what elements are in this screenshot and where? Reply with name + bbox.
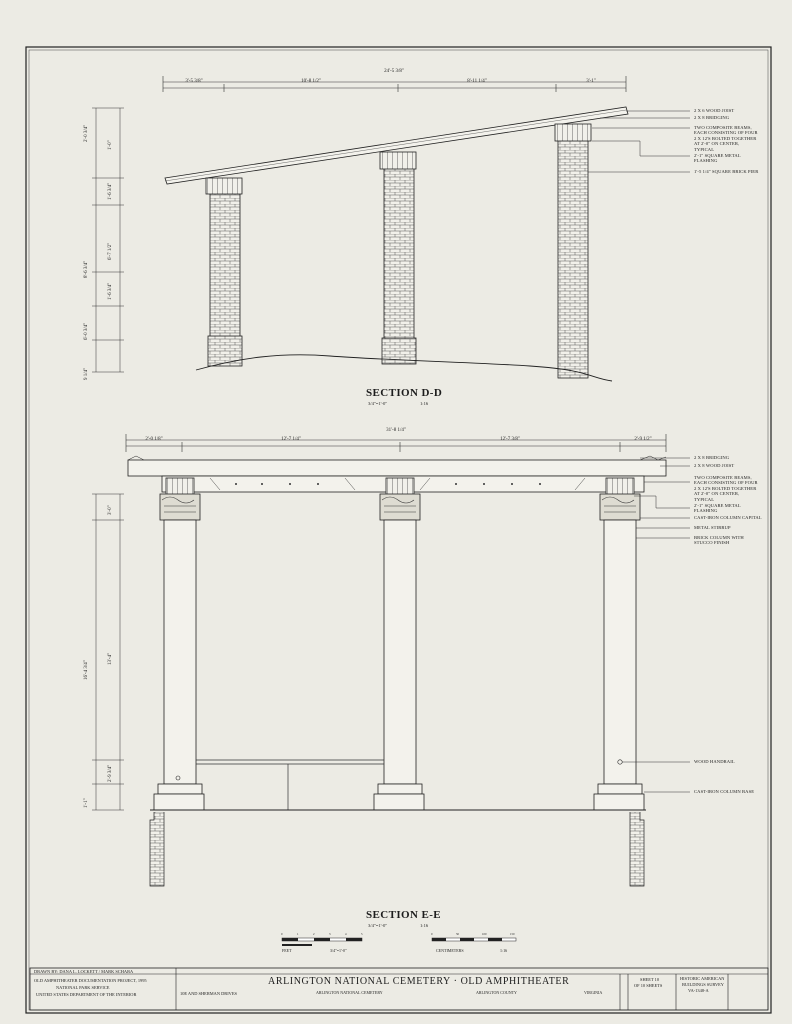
ee-callout-stirrup: METAL STIRRUP [694,525,731,530]
cm-tick-100: 100 [482,932,487,936]
location-line: 10E AND SHERMAN DRIVES [180,991,237,996]
dd-left-dim-2: 1'-0" [108,140,113,150]
dd-left-dim-4: 8'-6 3/4" [84,260,89,278]
title-block-frame [29,967,769,1011]
dd-dim-2: 10'-8 1/2" [301,79,321,84]
dd-dim-3: 8'-11 1/4" [467,79,487,84]
ee-dim-2: 12'-7 1/4" [281,437,301,442]
dd-callout-beams: TWO COMPOSITE BEAMS, EACH CONSISTING OF … [694,125,758,152]
agency-nps: NATIONAL PARK SERVICE [56,985,110,990]
section-dd-title: SECTION D-D [366,387,443,399]
main-title: ARLINGTON NATIONAL CEMETERY · OLD AMPHIT… [268,976,570,987]
dd-callout-bridging: 2 x 8 BRIDGING [694,115,730,120]
sub-county: ARLINGTON COUNTY [476,990,517,995]
cm-label: CENTIMETERS [436,948,464,953]
feet-label: FEET [282,948,292,953]
ee-overall-dim: 31'-8 1/4" [386,428,406,433]
dd-left-dim-8: 9 1/4" [84,367,89,380]
feet-tick-5: 5 [361,932,363,936]
ee-callout-bridging: 2 x 8 BRIDGING [694,455,730,460]
column-right [593,477,645,811]
sub-state: VIRGINIA [584,990,603,995]
column-center [373,477,425,811]
ee-dim-4: 2'-9 1/2" [634,437,652,442]
ee-callout-capital: CAST-IRON COLUMN CAPITAL [694,515,762,520]
section-dd-drawing [92,76,690,382]
section-ee-drawing [92,434,690,887]
ee-callout-flashing: 2'-1" SQUARE METAL FLASHING [694,503,741,514]
column-left [153,477,205,811]
dd-callout-flashing: 2'-1" SQUARE METAL FLASHING [694,153,741,164]
feet-tick-0: 0 [281,932,283,936]
dd-left-dim-7: 6'-0 3/4" [84,322,89,340]
cm-ratio: 1:16 [500,948,508,953]
sheet-number: SHEET 10 [640,977,660,982]
ee-left-dim-1: 3'-0" [108,505,113,515]
survey-line-2: BUILDINGS SURVEY [682,982,724,987]
dd-dim-4: 3'-1" [586,79,596,84]
section-dd-scale: 3/4"=1'-0" [368,401,388,406]
section-ee-scale: 3/4"=1'-0" [368,923,388,928]
project-name: OLD AMPHITHEATER DOCUMENTATION PROJECT, … [34,978,147,983]
drawn-by: DRAWN BY: DANA L. LOCKETT / MARK SCHARA [34,969,134,974]
ee-dim-3: 12'-7 3/8" [500,437,520,442]
cm-tick-0: 0 [431,932,433,936]
dd-left-dim-5: 6'-7 1/2" [108,242,113,260]
ee-left-dim-2: 16'-4 3/4" [84,660,89,680]
scale-bar-graphics [281,937,517,946]
outer-border [25,46,772,1014]
ee-callout-beams: TWO COMPOSITE BEAMS, EACH CONSISTING OF … [694,475,758,502]
dd-left-dim-3: 1'-6 3/4" [108,182,113,200]
feet-scale: 3/4"=1'-0" [330,948,347,953]
dd-callout-joist: 2 x 6 WOOD JOIST [694,108,735,113]
feet-tick-1: 1 [297,932,299,936]
ee-left-dim-4: 2'-9 3/4" [108,764,113,782]
ee-callout-joist: 2 x 8 WOOD JOIST [694,463,735,468]
dd-overall-dim: 24'-5 3/8" [384,69,404,74]
dd-callout-pier: 1'-5 1/4" SQUARE BRICK PIER [694,169,759,174]
dd-left-dim-6: 1'-6 3/4" [108,282,113,300]
feet-tick-2: 2 [313,932,315,936]
ee-left-dim-3: 13'-4" [108,652,113,665]
survey-number: VA-1348-A [688,988,709,993]
ee-dim-1: 2'-0 1/8" [145,437,163,442]
ee-callout-handrail: WOOD HANDRAIL [694,759,735,764]
ee-callout-column: BRICK COLUMN WITH STUCCO FINISH [694,535,744,546]
ee-callout-base: CAST-IRON COLUMN BASE [694,789,755,794]
section-ee-title: SECTION E-E [366,909,442,921]
agency-doi: UNITED STATES DEPARTMENT OF THE INTERIOR [36,992,137,997]
section-ee-ratio: 1:16 [420,923,429,928]
feet-tick-4: 4 [345,932,347,936]
survey-line-1: HISTORIC AMERICAN [680,976,725,981]
sheet-count: OF 10 SHEETS [634,983,663,988]
feet-tick-3: 3 [329,932,331,936]
cm-tick-50: 50 [456,932,459,936]
section-dd-ratio: 1:16 [420,401,429,406]
dd-dim-1: 3'-5 3/8" [185,79,203,84]
ee-left-dim-5: 1'-1" [84,798,89,808]
cm-tick-150: 150 [510,932,515,936]
sub-cemetery: ARLINGTON NATIONAL CEMETERY [316,990,383,995]
dd-left-dim-1: 2'-0 3/4" [84,124,89,142]
